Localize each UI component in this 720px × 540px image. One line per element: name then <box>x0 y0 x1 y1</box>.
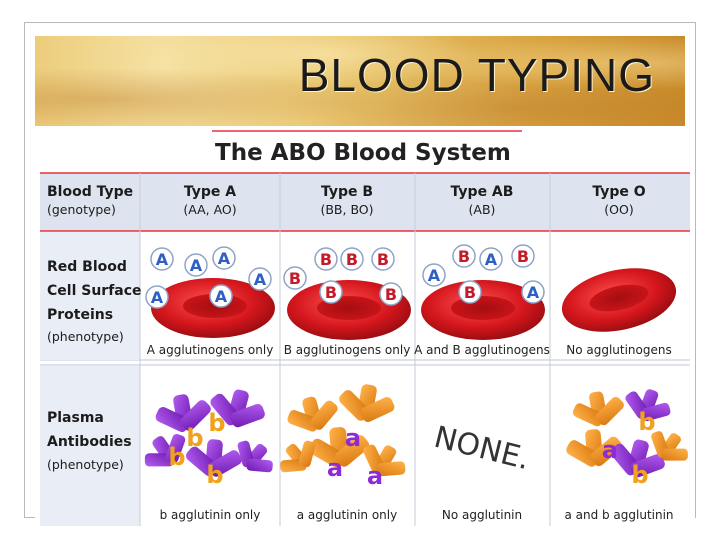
antibody-b-label: b <box>168 443 185 471</box>
caption-surface-o: No agglutinogens <box>566 343 672 357</box>
antigen-b-label: B <box>289 269 301 288</box>
antigen-b-label: B <box>325 283 337 302</box>
title-banner: BLOOD TYPING <box>35 36 685 126</box>
red-blood-cell-type-a: A A A A A A <box>145 246 275 338</box>
antibody-a-label: a <box>602 436 618 464</box>
caption-antibody-a: b agglutinin only <box>160 508 261 522</box>
antibody-a-label: a <box>327 454 343 482</box>
slide-title: BLOOD TYPING <box>298 49 655 101</box>
antigen-a-label: A <box>428 266 441 285</box>
row-header-genotype: (genotype) <box>47 202 116 217</box>
caption-antibody-o: a and b agglutinin <box>564 508 673 522</box>
antigen-a-label: A <box>527 283 540 302</box>
antibody-b-label: b <box>638 408 655 436</box>
antibody-b-label: b <box>208 409 225 437</box>
row-header-antibodies-3: (phenotype) <box>47 457 124 472</box>
col-type-a: Type A <box>184 184 236 200</box>
caption-surface-ab: A and B agglutinogens <box>414 343 550 357</box>
antigen-b-label: B <box>385 285 397 304</box>
antigen-a-label: A <box>485 250 498 269</box>
antibody-cluster-type-b: a a a <box>271 379 415 490</box>
antigen-b-label: B <box>464 283 476 302</box>
row-header-antibodies-1: Plasma <box>47 410 104 426</box>
col-type-b: Type B <box>321 184 373 200</box>
red-blood-cell-type-o <box>561 268 677 332</box>
antigen-b-label: B <box>346 250 358 269</box>
antibody-a-label: a <box>367 462 383 490</box>
antigen-b-label: B <box>377 250 389 269</box>
col-genotype-a: (AA, AO) <box>183 202 236 217</box>
red-blood-cell-type-b: B B B B B B <box>283 247 411 340</box>
row-header-blood-type: Blood Type <box>47 184 133 200</box>
caption-surface-b: B agglutinogens only <box>284 343 411 357</box>
antigen-a-label: A <box>254 270 267 289</box>
col-genotype-ab: (AB) <box>469 202 496 217</box>
antigen-b-label: B <box>458 247 470 266</box>
red-blood-cell-type-ab: A B A B A B <box>421 244 545 340</box>
row-header-bg-2 <box>40 366 140 526</box>
antigen-b-label: B <box>517 247 529 266</box>
col-genotype-o: (OO) <box>604 202 633 217</box>
antibody-b-label: b <box>206 461 223 489</box>
antibody-a-label: a <box>345 424 361 452</box>
row-header-surface-1: Red Blood <box>47 259 127 275</box>
col-type-ab: Type AB <box>451 184 514 200</box>
col-type-o: Type O <box>592 184 645 200</box>
antigen-a-label: A <box>156 250 169 269</box>
antigen-a-label: A <box>218 249 231 268</box>
antibody-b-label: b <box>631 461 648 489</box>
none-label: NONE. <box>431 420 534 477</box>
caption-antibody-ab: No agglutinin <box>442 508 522 522</box>
abo-figure: The ABO Blood System Blood Type (genotyp… <box>35 128 697 526</box>
antibody-b-label: b <box>186 424 203 452</box>
row-header-surface-3: Proteins <box>47 307 113 323</box>
col-genotype-b: (BB, BO) <box>320 202 373 217</box>
row-header-surface-4: (phenotype) <box>47 329 124 344</box>
antigen-a-label: A <box>215 287 228 306</box>
antigen-b-label: B <box>320 250 332 269</box>
caption-surface-a: A agglutinogens only <box>147 343 274 357</box>
header-band <box>40 173 690 231</box>
antigen-a-label: A <box>151 288 164 307</box>
row-header-surface-2: Cell Surface <box>47 283 142 299</box>
caption-antibody-b: a agglutinin only <box>297 508 397 522</box>
figure-title: The ABO Blood System <box>215 140 511 166</box>
row-header-bg-1 <box>40 232 140 360</box>
antigen-a-label: A <box>190 256 203 275</box>
antibody-cluster-type-a: b b b b <box>135 382 282 489</box>
antibody-cluster-type-o: a b b <box>562 381 697 489</box>
abo-figure-svg: The ABO Blood System Blood Type (genotyp… <box>40 130 697 526</box>
row-header-antibodies-2: Antibodies <box>47 434 132 450</box>
